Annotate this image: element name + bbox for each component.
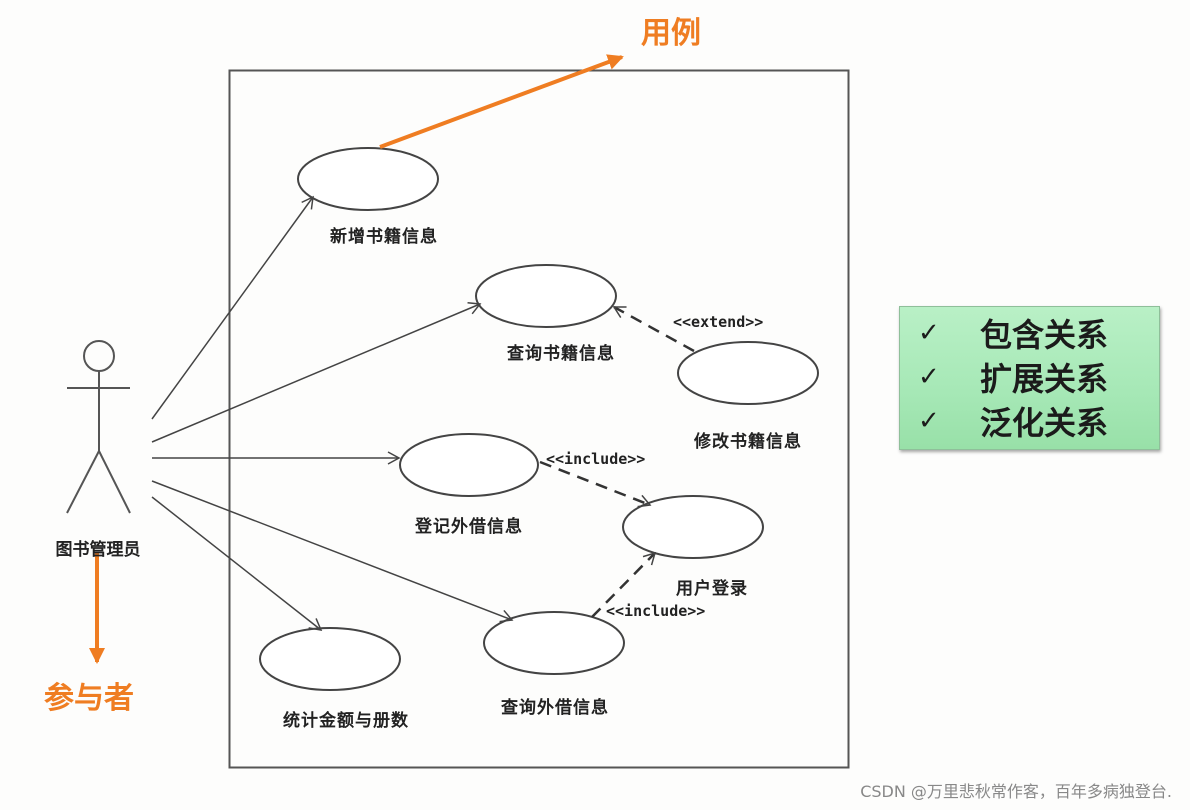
- association-add-book: [151, 195, 314, 420]
- legend-item-extend: ✓ 扩展关系: [900, 357, 1159, 398]
- use-case-query-loan[interactable]: [483, 611, 625, 675]
- use-case-annotation-arrow: [379, 54, 624, 149]
- watermark: CSDN @万里悲秋常作客，百年多病独登台.: [860, 782, 1172, 801]
- actor-stick-figure: [66, 340, 131, 514]
- legend-label: 包含关系: [980, 316, 1109, 354]
- use-case-query-book[interactable]: [475, 264, 617, 328]
- association-query-book: [151, 301, 482, 443]
- include-relationship-query-loan: [591, 551, 657, 618]
- use-case-label-register-loan: 登记外借信息: [415, 517, 523, 537]
- legend-label: 扩展关系: [980, 360, 1109, 398]
- use-case-label-query-loan: 查询外借信息: [501, 698, 609, 718]
- use-case-stats[interactable]: [259, 627, 401, 691]
- use-case-label-stats: 统计金额与册数: [283, 711, 409, 731]
- include-relationship-register: [539, 460, 652, 508]
- legend-label: 泛化关系: [980, 404, 1109, 442]
- use-case-label-user-login: 用户登录: [676, 579, 748, 599]
- association-stats: [151, 496, 323, 631]
- use-case-register-loan[interactable]: [399, 433, 539, 497]
- include-stereotype-register: <<include>>: [546, 450, 646, 468]
- legend-item-include: ✓ 包含关系: [900, 313, 1159, 354]
- legend-item-generalization: ✓ 泛化关系: [900, 401, 1159, 442]
- check-icon: ✓: [918, 362, 940, 392]
- association-query-loan: [151, 480, 514, 623]
- use-case-label-add-book: 新增书籍信息: [330, 227, 438, 247]
- extend-stereotype: <<extend>>: [673, 313, 764, 331]
- use-case-modify-book[interactable]: [677, 341, 819, 405]
- system-boundary: [228, 69, 850, 769]
- use-case-annotation: 用例: [641, 16, 701, 51]
- use-case-user-login[interactable]: [622, 495, 764, 559]
- actor-right-leg: [98, 450, 131, 514]
- use-case-label-query-book: 查询书籍信息: [507, 344, 615, 364]
- check-icon: ✓: [918, 406, 940, 436]
- actor-head: [83, 340, 115, 372]
- actor-annotation: 参与者: [44, 681, 134, 716]
- include-stereotype-query-loan: <<include>>: [606, 602, 706, 620]
- actor-name: 图书管理员: [55, 540, 141, 560]
- actor-left-leg: [66, 450, 100, 514]
- extend-relationship: [612, 305, 695, 353]
- use-case-label-modify-book: 修改书籍信息: [694, 432, 802, 452]
- use-case-add-book[interactable]: [297, 147, 439, 211]
- check-icon: ✓: [918, 318, 940, 348]
- relationship-legend: ✓ 包含关系 ✓ 扩展关系 ✓ 泛化关系: [899, 306, 1160, 450]
